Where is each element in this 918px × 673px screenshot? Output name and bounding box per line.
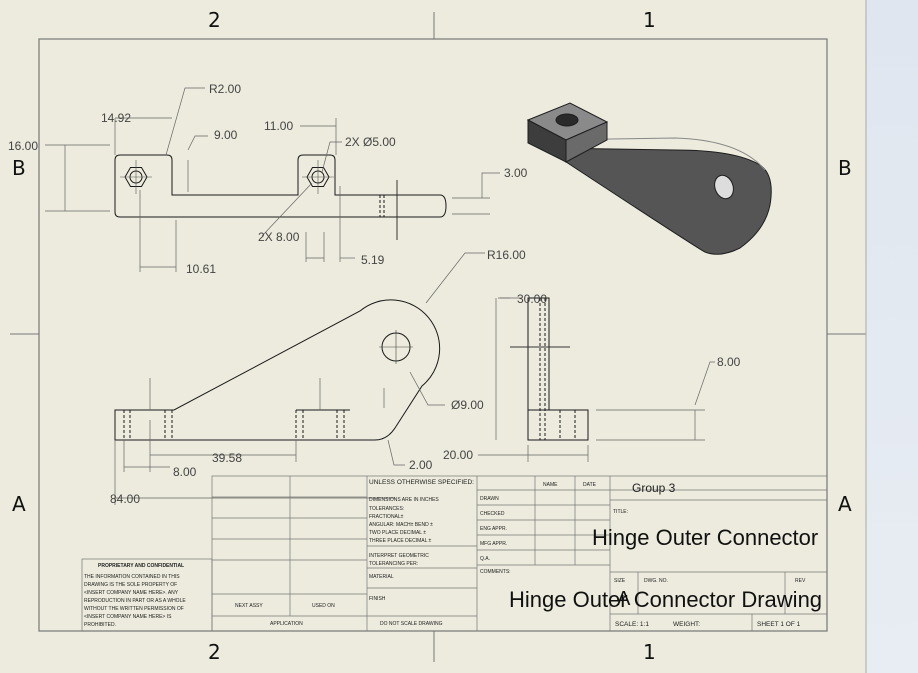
dim-11: 11.00: [264, 119, 293, 133]
tb-three-place: THREE PLACE DECIMAL ±: [369, 538, 432, 544]
tb-two-place: TWO PLACE DECIMAL ±: [369, 530, 426, 536]
tb-tolerances: TOLERANCES:: [369, 506, 404, 512]
dim-hole-9: Ø9.00: [451, 398, 484, 412]
tb-dims-in: DIMENSIONS ARE IN INCHES: [369, 497, 439, 503]
tb-next-assy: NEXT ASSY: [235, 603, 263, 609]
dimension-labels: R2.00 14.92 9.00 16.00 11.00 2X Ø5.00 3.…: [8, 82, 741, 506]
dim-9: 9.00: [214, 128, 238, 142]
tb-dwg-no: DWG. NO.: [644, 578, 668, 584]
front-view: [114, 299, 441, 441]
tb-scale: SCALE: 1:1: [615, 621, 649, 628]
dim-84: 84.00: [110, 492, 140, 506]
drawing-sheet: [0, 0, 866, 673]
tb-prop-6: <INSERT COMPANY NAME HERE> IS: [84, 614, 172, 620]
isometric-part: [526, 102, 772, 255]
tb-mfg-appr: MFG APPR.: [480, 541, 507, 547]
dim-3: 3.00: [504, 166, 528, 180]
zone-label-right-b: B: [838, 156, 852, 180]
tb-unless: UNLESS OTHERWISE SPECIFIED:: [369, 479, 474, 486]
zone-label-top-1: 1: [643, 8, 656, 32]
dim-8-side: 8.00: [717, 355, 741, 369]
dimension-lines: [45, 87, 715, 505]
dim-hole-2x: 2X Ø5.00: [345, 135, 396, 149]
dim-2: 2.00: [409, 458, 433, 472]
tb-prop-2: DRAWING IS THE SOLE PROPERTY OF: [84, 582, 177, 588]
side-view: [510, 297, 589, 441]
tb-date: DATE: [583, 482, 597, 488]
dim-39-58: 39.58: [212, 451, 242, 465]
dim-10-61: 10.61: [186, 262, 216, 276]
zone-label-left-a: A: [12, 492, 26, 516]
tb-size: SIZE: [614, 578, 626, 584]
dim-8-front: 8.00: [173, 465, 197, 479]
drawing-number: Hinge Outer Connector Drawing: [509, 587, 822, 612]
dim-30: 30.00: [517, 292, 547, 306]
tb-angular: ANGULAR: MACH± BEND ±: [369, 522, 433, 528]
dim-20: 20.00: [443, 448, 473, 462]
tb-qa: Q.A.: [480, 556, 490, 562]
tb-prop-4: REPRODUCTION IN PART OR AS A WHOLE: [84, 598, 186, 604]
tb-prop-head: PROPRIETARY AND CONFIDENTIAL: [98, 563, 184, 569]
tb-application: APPLICATION: [270, 621, 303, 627]
top-view-centerlines: [120, 160, 334, 194]
tb-fractional: FRACTIONAL±: [369, 514, 404, 520]
tb-eng-appr: ENG APPR.: [480, 526, 507, 532]
tb-finish: FINISH: [369, 596, 386, 602]
tb-weight: WEIGHT:: [673, 621, 700, 628]
tb-checked: CHECKED: [480, 511, 505, 517]
zone-label-bottom-1: 1: [643, 640, 656, 664]
tb-comments: COMMENTS:: [480, 569, 511, 575]
zone-label-left-b: B: [12, 156, 26, 180]
dim-14-92: 14.92: [101, 111, 131, 125]
tb-sheet: SHEET 1 OF 1: [757, 621, 801, 628]
tb-prop-1: THE INFORMATION CONTAINED IN THIS: [84, 574, 180, 580]
tb-interpret: INTERPRET GEOMETRIC: [369, 553, 429, 559]
top-view: [114, 154, 447, 240]
drawing-title: Hinge Outer Connector: [592, 525, 818, 550]
tb-prop-5: WITHOUT THE WRITTEN PERMISSION OF: [84, 606, 184, 612]
tb-name: NAME: [543, 482, 558, 488]
tb-tolerancing: TOLERANCING PER:: [369, 561, 418, 567]
tb-title-label: TITLE:: [613, 509, 628, 515]
tb-rev: REV: [795, 578, 806, 584]
tb-prop-3: <INSERT COMPANY NAME HERE>. ANY: [84, 590, 179, 596]
zone-label-right-a: A: [838, 492, 852, 516]
tb-drawn: DRAWN: [480, 496, 499, 502]
title-block-text: UNLESS OTHERWISE SPECIFIED: DIMENSIONS A…: [84, 479, 822, 628]
dim-5-19: 5.19: [361, 253, 385, 267]
dim-r16: R16.00: [487, 248, 526, 262]
zone-label-top-2: 2: [208, 8, 221, 32]
tb-no-scale: DO NOT SCALE DRAWING: [380, 621, 443, 627]
dim-r2: R2.00: [209, 82, 241, 96]
zone-label-bottom-2: 2: [208, 640, 221, 664]
tb-prop-7: PROHIBITED.: [84, 622, 116, 628]
dim-hex-2x: 2X 8.00: [258, 230, 300, 244]
tb-group: Group 3: [632, 481, 676, 495]
title-block-grid: [81, 475, 828, 632]
tb-used-on: USED ON: [312, 603, 335, 609]
tb-material: MATERIAL: [369, 574, 394, 580]
tb-size-value: A: [617, 588, 631, 610]
dim-16: 16.00: [8, 139, 38, 153]
